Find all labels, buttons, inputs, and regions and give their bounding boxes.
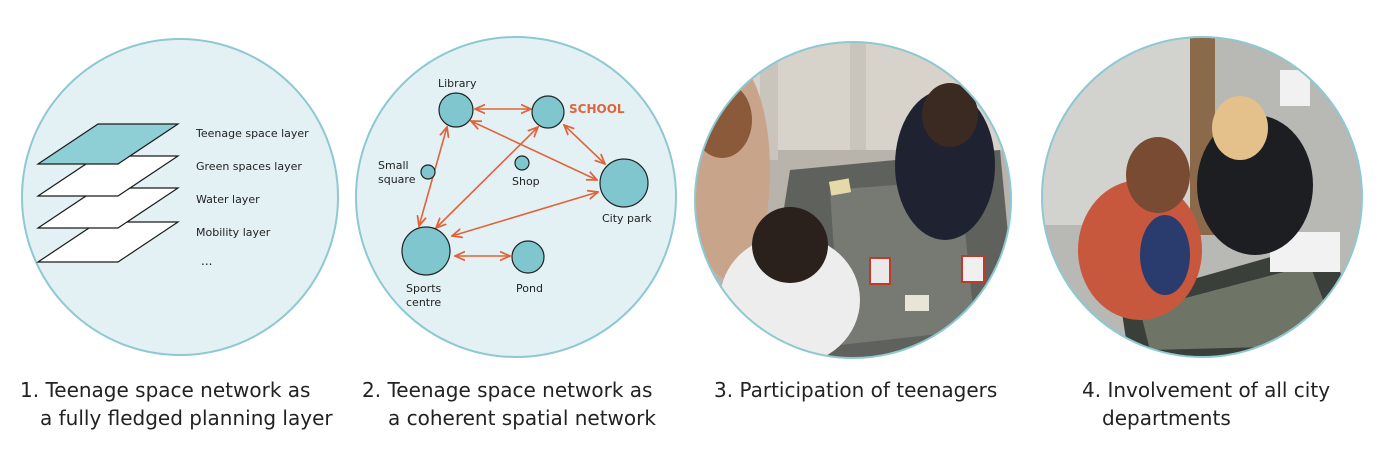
label-teenage-space-layer: Teenage space layer: [195, 127, 309, 140]
arrow-school-citypark: [564, 125, 605, 164]
panel-spatial-network: Library SCHOOL Small square Shop City pa…: [355, 36, 677, 358]
green-spaces-layer-sheet: [36, 155, 180, 197]
label-water-layer: Water layer: [196, 193, 260, 206]
label-library: Library: [438, 77, 477, 90]
label-mobility-layer: Mobility layer: [196, 226, 271, 239]
panel-planning-layers: Teenage space layer Green spaces layer W…: [21, 38, 339, 356]
caption-2-line2: a coherent spatial network: [388, 406, 656, 430]
arrow-citypark-sports: [452, 192, 598, 236]
node-pond: [511, 240, 545, 274]
label-green-spaces-layer: Green spaces layer: [196, 160, 302, 173]
photo-city-departments: [1041, 36, 1363, 358]
caption-1-line2: a fully fledged planning layer: [40, 406, 333, 430]
label-small-square-line1: Small: [378, 159, 409, 172]
label-small-square-line2: square: [378, 173, 416, 186]
node-sports-centre: [401, 226, 451, 276]
caption-2: 2. Teenage space network as a coherent s…: [362, 376, 656, 432]
node-school: [531, 95, 565, 129]
label-shop: Shop: [512, 175, 540, 188]
caption-3-line1: 3. Participation of teenagers: [714, 378, 998, 402]
caption-4-line2: departments: [1102, 406, 1231, 430]
network-connections: [419, 109, 605, 256]
node-city-park: [599, 158, 649, 208]
caption-3: 3. Participation of teenagers: [714, 376, 997, 404]
teenage-space-layer-sheet: [36, 123, 180, 165]
label-school: SCHOOL: [569, 102, 625, 116]
label-more-layers: ...: [201, 254, 212, 268]
caption-2-line1: 2. Teenage space network as: [362, 378, 653, 402]
caption-4-line1: 4. Involvement of all city: [1082, 378, 1331, 402]
caption-1: 1. Teenage space network as a fully fled…: [20, 376, 333, 432]
label-sports-line1: Sports: [406, 282, 442, 295]
water-layer-sheet: [36, 187, 180, 229]
caption-4: 4. Involvement of all city departments: [1082, 376, 1330, 432]
node-small-square: [420, 164, 436, 180]
node-shop: [514, 155, 530, 171]
photo-teenagers-participation: [694, 41, 1012, 359]
label-pond: Pond: [516, 282, 543, 295]
label-sports-line2: centre: [406, 296, 441, 309]
mobility-layer-sheet: [36, 221, 180, 263]
panel1-circle: [21, 38, 339, 356]
caption-1-line1: 1. Teenage space network as: [20, 378, 311, 402]
node-library: [438, 92, 474, 128]
label-city-park: City park: [602, 212, 652, 225]
